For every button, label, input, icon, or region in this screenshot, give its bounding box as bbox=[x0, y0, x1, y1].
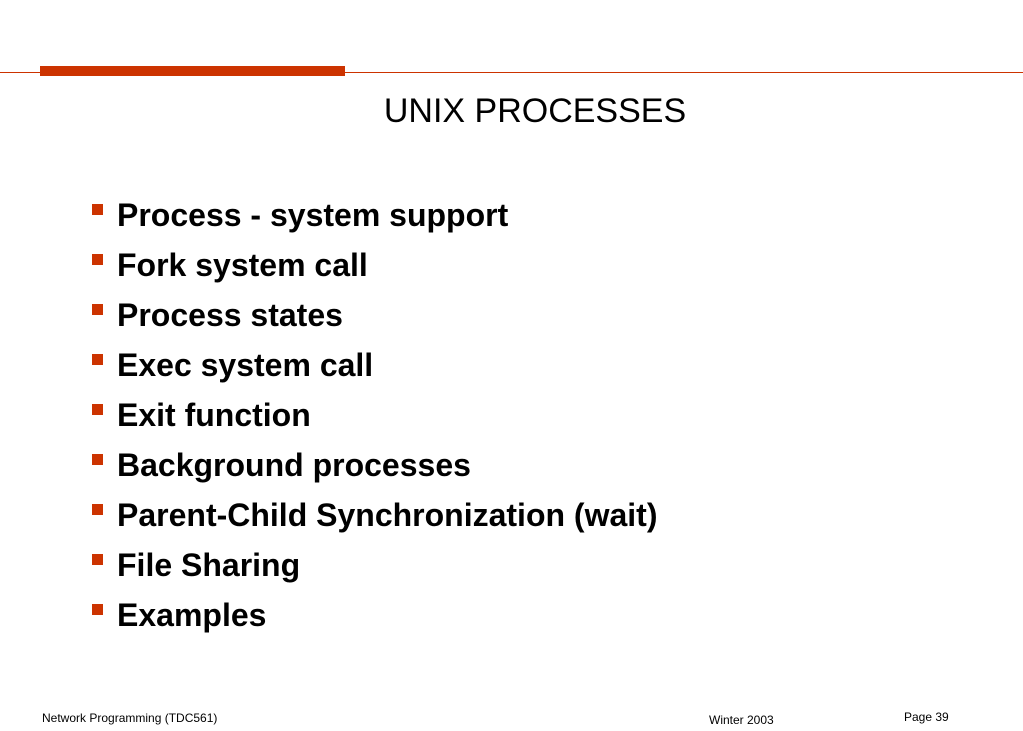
list-item: Examples bbox=[92, 590, 657, 640]
list-item-label: Exit function bbox=[117, 396, 311, 433]
list-item-label: Background processes bbox=[117, 446, 471, 483]
square-bullet-icon bbox=[92, 253, 103, 265]
square-bullet-icon bbox=[92, 353, 103, 365]
list-item-label: File Sharing bbox=[117, 546, 301, 583]
square-bullet-icon bbox=[92, 453, 103, 465]
list-item-label: Process states bbox=[117, 296, 343, 333]
bullet-list: Process - system support Fork system cal… bbox=[92, 190, 657, 640]
list-item: Process states bbox=[92, 290, 657, 340]
footer-course: Network Programming (TDC561) bbox=[42, 711, 218, 725]
square-bullet-icon bbox=[92, 203, 103, 215]
header-divider-line bbox=[0, 72, 1023, 73]
list-item-label: Examples bbox=[117, 596, 267, 633]
header-accent-bar bbox=[40, 66, 345, 76]
footer-page-number: Page 39 bbox=[904, 710, 949, 724]
square-bullet-icon bbox=[92, 303, 103, 315]
list-item: File Sharing bbox=[92, 540, 657, 590]
list-item: Parent-Child Synchronization (wait) bbox=[92, 490, 657, 540]
list-item: Exec system call bbox=[92, 340, 657, 390]
list-item-label: Exec system call bbox=[117, 346, 374, 383]
square-bullet-icon bbox=[92, 403, 103, 415]
list-item: Exit function bbox=[92, 390, 657, 440]
list-item-label: Process - system support bbox=[117, 196, 509, 233]
list-item-label: Parent-Child Synchronization (wait) bbox=[117, 496, 658, 533]
list-item-label: Fork system call bbox=[117, 246, 368, 283]
slide-title: UNIX PROCESSES bbox=[383, 92, 687, 130]
list-item: Process - system support bbox=[92, 190, 657, 240]
square-bullet-icon bbox=[92, 503, 103, 515]
square-bullet-icon bbox=[92, 553, 103, 565]
list-item: Fork system call bbox=[92, 240, 657, 290]
list-item: Background processes bbox=[92, 440, 657, 490]
square-bullet-icon bbox=[92, 603, 103, 615]
footer-term: Winter 2003 bbox=[709, 713, 774, 727]
